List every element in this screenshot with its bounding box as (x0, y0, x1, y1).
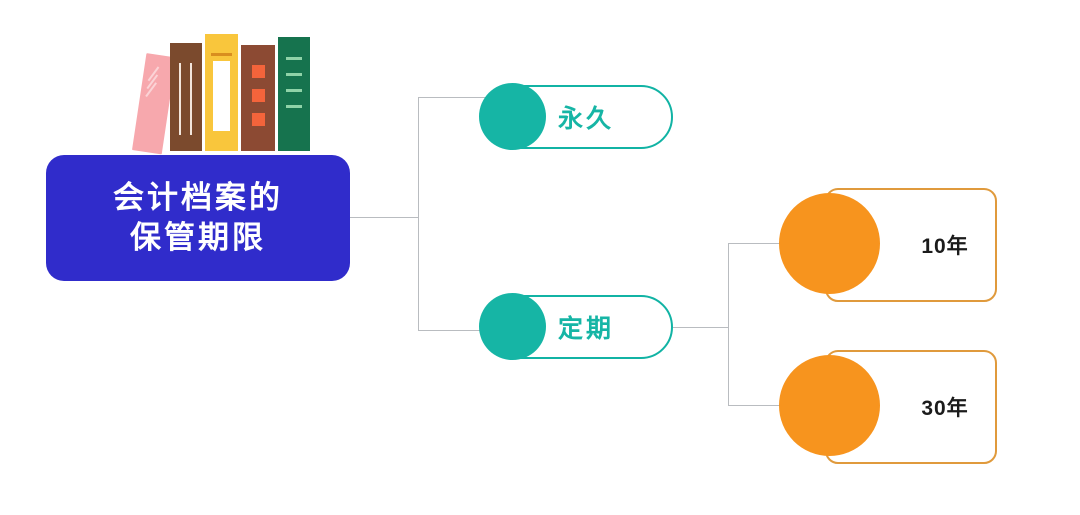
connector-root-stem (350, 217, 419, 218)
red-brown-book-icon (241, 45, 275, 151)
root-node-accounting-archive-retention[interactable]: 会计档案的 保管期限 (46, 155, 350, 281)
node-permanent-circle-icon (479, 83, 546, 150)
green-book-icon (278, 37, 310, 151)
root-node-label-line2: 保管期限 (130, 220, 266, 255)
stack-of-books-icon (126, 33, 310, 155)
node-permanent-label: 永久 (558, 105, 615, 133)
connector-level2-trunk (728, 243, 729, 406)
node-10-years-label: 10年 (921, 235, 969, 258)
connector-to-permanent (418, 97, 486, 98)
node-30-years-label: 30年 (921, 397, 969, 420)
node-periodic-circle-icon (479, 293, 546, 360)
connector-level1-trunk (418, 97, 419, 331)
yellow-book-icon (205, 34, 238, 151)
node-periodic-label: 定期 (558, 315, 615, 343)
connector-periodic-stem (673, 327, 729, 328)
root-node-label-line1: 会计档案的 (113, 180, 283, 216)
node-periodic[interactable]: 定期 (479, 293, 673, 360)
node-30-years-circle-icon (779, 355, 880, 456)
node-30-years[interactable]: 30年 (779, 350, 997, 464)
connector-to-30-years (728, 405, 790, 406)
node-10-years[interactable]: 10年 (779, 188, 997, 302)
node-permanent[interactable]: 永久 (479, 83, 673, 150)
brown-book-icon (170, 43, 202, 151)
connector-to-10-years (728, 243, 790, 244)
node-10-years-circle-icon (779, 193, 880, 294)
connector-to-periodic (418, 330, 486, 331)
